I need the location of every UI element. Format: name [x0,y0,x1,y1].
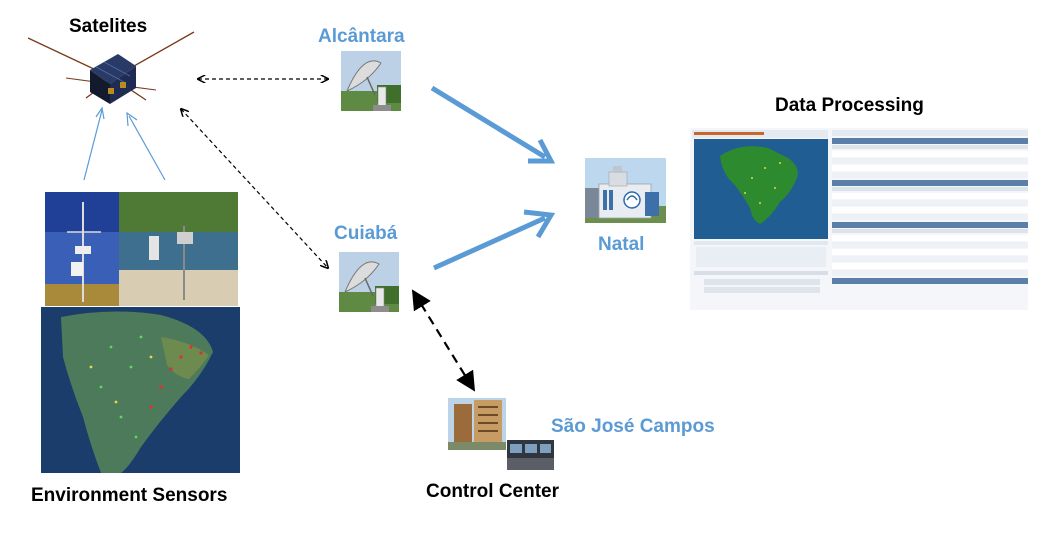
natal-station-image [585,158,666,223]
alcantara-label: Alcântara [318,26,405,47]
uplink-arrow-1 [83,109,103,181]
satellite-image [28,31,195,104]
control-center-building-image [448,398,506,450]
cuiaba-label: Cuiabá [334,223,398,244]
satellites-label: Satelites [69,16,148,37]
data-processing-screenshot [690,128,1028,310]
sao-jose-campos-label: São José Campos [551,416,715,437]
data-processing-label: Data Processing [775,95,924,116]
environment-sensors-label: Environment Sensors [31,485,228,506]
arrow-alcantara-natal [430,85,547,160]
weather-station-photo [45,192,121,306]
river-sensor-photo [119,192,238,306]
cuiaba-antenna-image [339,252,399,312]
south-america-sensor-map [41,307,240,473]
alcantara-antenna-image [341,51,401,111]
natal-label: Natal [598,234,645,255]
control-center-label: Control Center [426,481,559,502]
uplink-arrow-2 [128,115,166,181]
link-cuiaba-control-center [411,289,476,392]
link-satellite-cuiaba [181,109,328,268]
control-center-room-image [507,440,554,470]
arrow-cuiaba-natal [432,215,547,271]
